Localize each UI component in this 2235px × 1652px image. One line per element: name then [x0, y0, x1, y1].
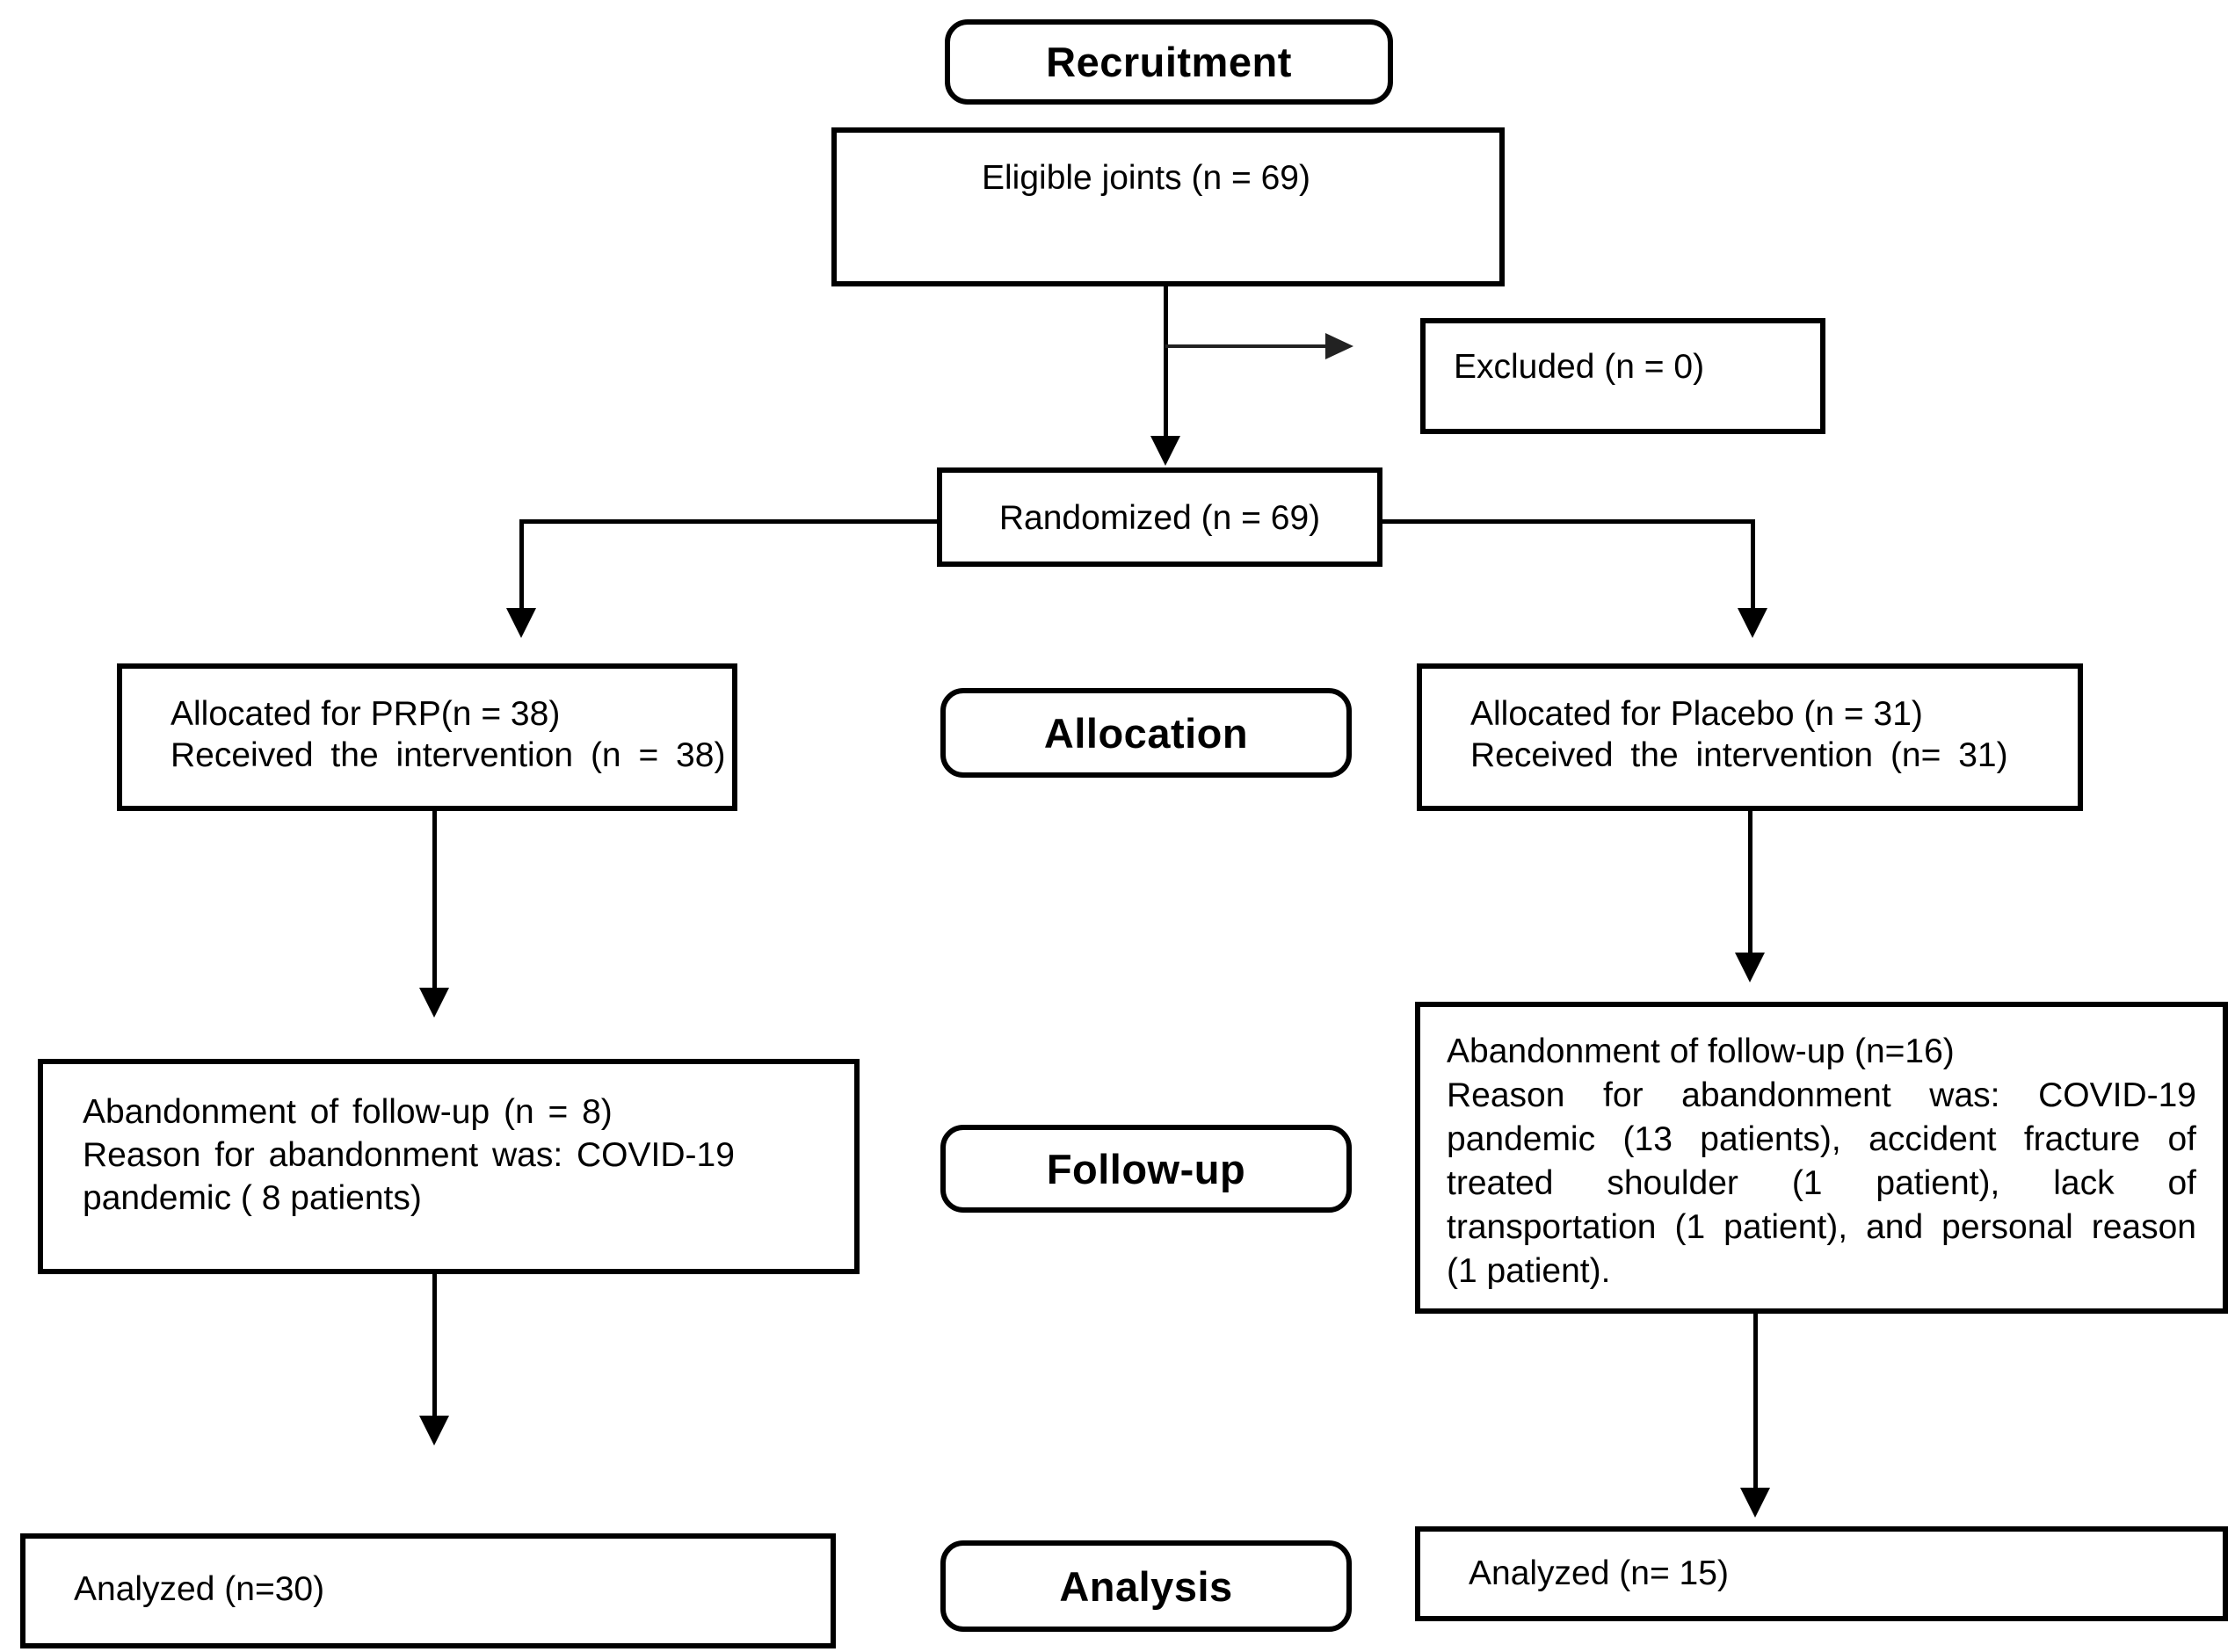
- connector-eligible-randomized-arrowhead-icon: [1150, 436, 1180, 466]
- analyzed-prp-text: Analyzed (n=30): [74, 1570, 325, 1608]
- analysis-stage-label: Analysis: [940, 1540, 1352, 1632]
- branch-right-vertical-line: [1751, 519, 1755, 610]
- branch-left-horizontal-line: [521, 519, 937, 524]
- connector-eligible-randomized-line: [1164, 286, 1168, 438]
- followup-prp-box: Abandonment of follow-up (n = 8) Reason …: [38, 1059, 860, 1274]
- allocated-placebo-line1: Allocated for Placebo (n = 31): [1470, 695, 1923, 733]
- followup-prp-line3: pandemic ( 8 patients): [83, 1179, 422, 1217]
- analyzed-placebo-box: Analyzed (n= 15): [1415, 1526, 2228, 1621]
- allocated-prp-line1: Allocated for PRP(n = 38): [171, 695, 561, 733]
- analyzed-placebo-text: Analyzed (n= 15): [1469, 1554, 1729, 1592]
- connector-placebo-analysis-arrowhead-icon: [1740, 1488, 1770, 1518]
- allocated-prp-box: Allocated for PRP(n = 38) Received the i…: [117, 663, 737, 811]
- connector-prp-analysis-arrowhead-icon: [419, 1416, 449, 1446]
- followup-placebo-line6: (1 patient).: [1447, 1252, 1611, 1290]
- followup-placebo-line2: Reason for abandonment was: COVID-19: [1447, 1076, 2196, 1114]
- analysis-stage-text: Analysis: [1059, 1562, 1233, 1610]
- followup-stage-text: Follow-up: [1046, 1145, 1246, 1192]
- allocation-stage-text: Allocation: [1043, 709, 1249, 757]
- connector-placebo-analysis-line: [1753, 1314, 1758, 1489]
- connector-excluded-line: [1165, 344, 1325, 348]
- followup-placebo-line5: transportation (1 patient), and personal…: [1447, 1208, 2196, 1246]
- recruitment-stage-label: Recruitment: [945, 19, 1393, 105]
- followup-placebo-line1: Abandonment of follow-up (n=16): [1447, 1032, 1955, 1070]
- branch-left-arrowhead-icon: [506, 608, 536, 638]
- allocated-prp-line2: Received the intervention (n = 38): [171, 736, 726, 774]
- recruitment-stage-text: Recruitment: [1046, 39, 1292, 85]
- eligible-joints-box: Eligible joints (n = 69): [831, 127, 1505, 286]
- connector-excluded-arrowhead-icon: [1325, 333, 1353, 359]
- connector-prp-analysis-line: [432, 1274, 437, 1417]
- followup-placebo-line3: pandemic (13 patients), accident fractur…: [1447, 1120, 2196, 1158]
- followup-placebo-box: Abandonment of follow-up (n=16) Reason f…: [1415, 1002, 2228, 1314]
- followup-placebo-line4: treated shoulder (1 patient), lack of: [1447, 1164, 2196, 1202]
- eligible-joints-text: Eligible joints (n = 69): [982, 159, 1310, 197]
- allocated-placebo-box: Allocated for Placebo (n = 31) Received …: [1417, 663, 2083, 811]
- followup-prp-line2: Reason for abandonment was: COVID-19: [83, 1136, 735, 1174]
- excluded-text: Excluded (n = 0): [1454, 348, 1705, 386]
- allocation-stage-label: Allocation: [940, 688, 1352, 778]
- excluded-box: Excluded (n = 0): [1420, 318, 1825, 434]
- randomized-box: Randomized (n = 69): [937, 467, 1382, 567]
- followup-prp-line1: Abandonment of follow-up (n = 8): [83, 1093, 613, 1131]
- allocated-placebo-line2: Received the intervention (n= 31): [1470, 736, 2008, 774]
- analyzed-prp-box: Analyzed (n=30): [20, 1533, 836, 1648]
- connector-placebo-followup-arrowhead-icon: [1735, 953, 1765, 982]
- connector-prp-followup-arrowhead-icon: [419, 988, 449, 1018]
- branch-left-vertical-line: [519, 519, 524, 610]
- branch-right-horizontal-line: [1382, 519, 1752, 524]
- connector-placebo-followup-line: [1748, 811, 1752, 954]
- branch-right-arrowhead-icon: [1738, 608, 1767, 638]
- connector-prp-followup-line: [432, 811, 437, 989]
- randomized-text: Randomized (n = 69): [998, 499, 1321, 537]
- followup-stage-label: Follow-up: [940, 1125, 1352, 1213]
